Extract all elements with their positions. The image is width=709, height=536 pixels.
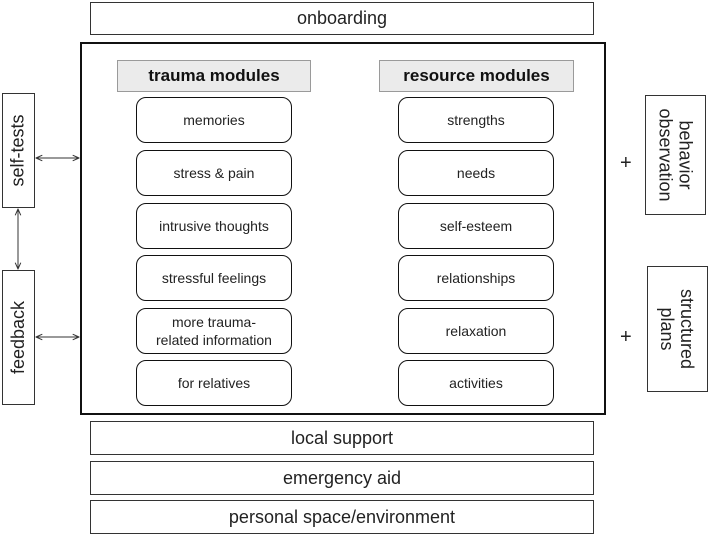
onboarding-bar: onboarding — [90, 2, 594, 35]
module-label: needs — [456, 165, 496, 181]
resource-module-relaxation[interactable]: relaxation — [398, 308, 554, 354]
resource-module-self-esteem[interactable]: self-esteem — [398, 203, 554, 249]
resource-module-relationships[interactable]: relationships — [398, 255, 554, 301]
plus-sign-behavior: + — [620, 152, 632, 174]
modules-container: trauma modules resource modules memories… — [80, 42, 606, 415]
module-label: relationships — [436, 270, 516, 286]
module-label: strengths — [447, 112, 505, 128]
resource-module-strengths[interactable]: strengths — [398, 97, 554, 143]
resource-module-needs[interactable]: needs — [398, 150, 554, 196]
trauma-module-intrusive-thoughts[interactable]: intrusive thoughts — [136, 203, 292, 249]
resource-module-activities[interactable]: activities — [398, 360, 554, 406]
onboarding-label: onboarding — [296, 8, 388, 28]
module-label: more trauma- related information — [156, 314, 272, 348]
resource-modules-header: resource modules — [379, 60, 574, 92]
trauma-modules-header: trauma modules — [117, 60, 311, 92]
trauma-module-stressful-feelings[interactable]: stressful feelings — [136, 255, 292, 301]
self-tests-box: self-tests — [2, 93, 35, 208]
trauma-module-stress-pain[interactable]: stress & pain — [136, 150, 292, 196]
module-label: stressful feelings — [161, 270, 267, 286]
emergency-aid-bar: emergency aid — [90, 461, 594, 495]
personal-space-label: personal space/environment — [228, 506, 456, 527]
personal-space-bar: personal space/environment — [90, 500, 594, 534]
module-label: relaxation — [445, 323, 507, 339]
module-label: memories — [183, 112, 245, 128]
trauma-module-memories[interactable]: memories — [136, 97, 292, 143]
local-support-label: local support — [290, 427, 394, 448]
trauma-module-for-relatives[interactable]: for relatives — [136, 360, 292, 406]
module-label: stress & pain — [173, 165, 255, 181]
trauma-modules-title: trauma modules — [148, 66, 280, 85]
trauma-module-more-information[interactable]: more trauma- related information — [136, 308, 292, 354]
emergency-aid-label: emergency aid — [282, 467, 402, 488]
resource-modules-title: resource modules — [403, 66, 550, 85]
local-support-bar: local support — [90, 421, 594, 455]
module-label: self-esteem — [439, 218, 513, 234]
module-label: for relatives — [177, 375, 251, 391]
module-label: activities — [449, 375, 503, 391]
plus-sign-plans: + — [620, 326, 632, 348]
module-label: intrusive thoughts — [159, 218, 269, 234]
feedback-box: feedback — [2, 270, 35, 405]
